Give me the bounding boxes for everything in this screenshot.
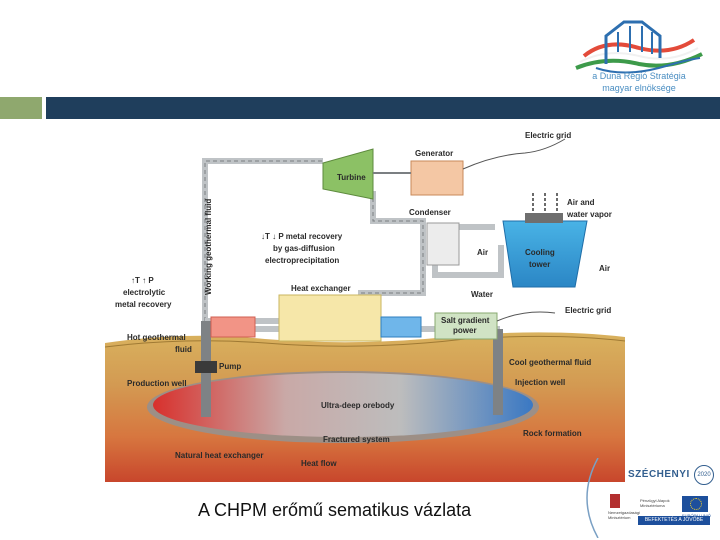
ministry-line-2: Minisztérium <box>608 515 631 520</box>
header-bar-blue <box>46 97 720 119</box>
label-water: Water <box>471 290 493 299</box>
label-cooling-2: tower <box>529 260 550 269</box>
label-metal-recovery-2: by gas-diffusion <box>273 244 335 253</box>
label-hot-fluid-2: fluid <box>175 345 192 354</box>
program-text: Pénzügyi Alapok Minisztériuma <box>640 498 670 508</box>
danube-strategy-logo <box>575 20 703 74</box>
label-salt-gradient-2: power <box>453 326 477 335</box>
eu-flag-icon <box>682 496 708 512</box>
label-cooling-1: Cooling <box>525 248 555 257</box>
label-working-fluid: Working geothermal fluid <box>204 199 213 295</box>
label-electrolytic-1: ↑T ↑ P <box>131 276 154 285</box>
label-air-left: Air <box>477 248 488 257</box>
label-air-water-vapor-1: Air and <box>567 198 595 207</box>
diagram-caption: A CHPM erőmű sematikus vázlata <box>198 500 472 520</box>
label-condenser: Condenser <box>409 208 451 217</box>
investment-banner: BEFEKTETÉS A JÖVŐBE <box>638 516 710 525</box>
ministry-line-1: Nemzetgazdasági <box>608 510 641 515</box>
program-line-2: Minisztériuma <box>640 503 665 508</box>
szechenyi-year-badge: 2020 <box>694 465 714 485</box>
program-line-1: Pénzügyi Alapok <box>640 498 670 503</box>
szechenyi-logo: SZÉCHENYI 2020 <box>628 463 716 489</box>
logo-name: a Duna Régió Stratégia <box>592 71 686 81</box>
label-rock-formation: Rock formation <box>523 429 582 438</box>
label-hot-fluid-1: Hot geothermal <box>127 333 186 342</box>
label-turbine: Turbine <box>337 173 366 182</box>
label-orebody: Ultra-deep orebody <box>321 401 395 410</box>
label-air-right: Air <box>599 264 610 273</box>
label-metal-recovery-1: ↓T ↓ P metal recovery <box>261 232 343 241</box>
szechenyi-text: SZÉCHENYI <box>628 469 690 480</box>
label-injection-well: Injection well <box>515 378 565 387</box>
ministry-text: Nemzetgazdasági Minisztérium <box>608 510 640 520</box>
label-natural-heat-exchanger: Natural heat exchanger <box>175 451 263 460</box>
header-accent-green <box>0 97 42 119</box>
label-electric-grid-top: Electric grid <box>525 131 571 140</box>
label-heat-flow: Heat flow <box>301 459 337 468</box>
label-salt-gradient-1: Salt gradient <box>441 316 490 325</box>
eu-label: EURÓPAI UNIÓ <box>682 513 711 518</box>
label-metal-recovery-3: electroprecipitation <box>265 256 339 265</box>
label-electrolytic-3: metal recovery <box>115 300 172 309</box>
hungary-crest-icon <box>610 494 620 508</box>
label-pump: Pump <box>219 362 241 371</box>
footer-curve-divider <box>586 458 599 538</box>
logo-subtitle: magyar elnöksége <box>602 83 676 93</box>
label-production-well: Production well <box>127 379 187 388</box>
label-electric-grid-right: Electric grid <box>565 306 611 315</box>
label-fractured-system: Fractured system <box>323 435 390 444</box>
label-heat-exchanger: Heat exchanger <box>291 284 351 293</box>
logo-text: a Duna Régió Stratégia magyar elnöksége <box>566 70 712 94</box>
funding-badges: Nemzetgazdasági Minisztérium Pénzügyi Al… <box>608 494 714 528</box>
chpm-diagram: Electric grid Generator Turbine Air and … <box>105 131 626 482</box>
label-air-water-vapor-2: water vapor <box>566 210 612 219</box>
label-generator: Generator <box>415 149 453 158</box>
label-cool-fluid: Cool geothermal fluid <box>509 358 591 367</box>
label-electrolytic-2: electrolytic <box>123 288 166 297</box>
